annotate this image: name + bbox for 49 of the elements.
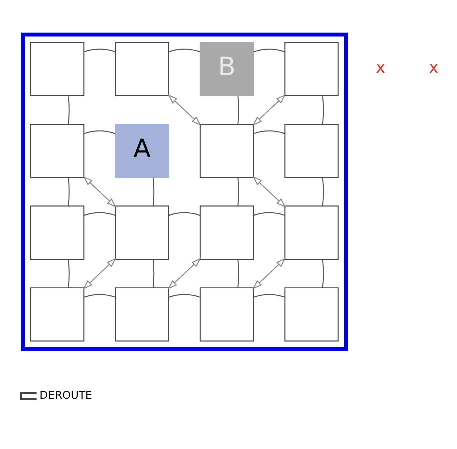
node-box (284, 42, 339, 96)
arrow (168, 94, 202, 126)
node-box (30, 205, 85, 260)
connector (84, 294, 116, 298)
node-box (30, 124, 85, 178)
connector (68, 258, 70, 288)
arrow (83, 258, 117, 290)
node-box: B (200, 42, 254, 96)
connector (253, 294, 286, 298)
connector (152, 176, 155, 206)
connector (322, 258, 324, 288)
connector (238, 258, 240, 288)
connector (238, 176, 240, 206)
connector (168, 294, 201, 298)
node-box (115, 287, 170, 342)
node-box: A (115, 124, 170, 178)
node-box (30, 42, 85, 96)
connector (322, 95, 324, 124)
connector (253, 48, 286, 52)
connector (68, 176, 70, 206)
node-box (284, 205, 339, 260)
connector (152, 258, 155, 288)
connector (84, 130, 116, 134)
arrow (83, 176, 117, 208)
arrow (168, 258, 202, 290)
legend-label: DEROUTE (40, 388, 92, 402)
node-box (284, 124, 339, 178)
connector (84, 212, 116, 216)
node-box (284, 287, 339, 342)
label: x (429, 58, 439, 77)
connector (253, 130, 286, 134)
node-box (200, 287, 254, 342)
connector (253, 212, 286, 216)
connector (168, 48, 201, 52)
connector (168, 212, 201, 216)
connector (238, 95, 240, 124)
connector (68, 95, 70, 124)
arrow (252, 258, 286, 290)
arrow (252, 176, 286, 208)
node-box (30, 287, 85, 342)
node-box (115, 205, 170, 260)
node-box (200, 205, 254, 260)
cluster (21, 32, 348, 351)
label: x (376, 58, 386, 77)
node-box (200, 124, 254, 178)
arrow (252, 94, 286, 126)
connector (84, 48, 116, 52)
node-box (115, 42, 170, 96)
connector (322, 176, 324, 206)
